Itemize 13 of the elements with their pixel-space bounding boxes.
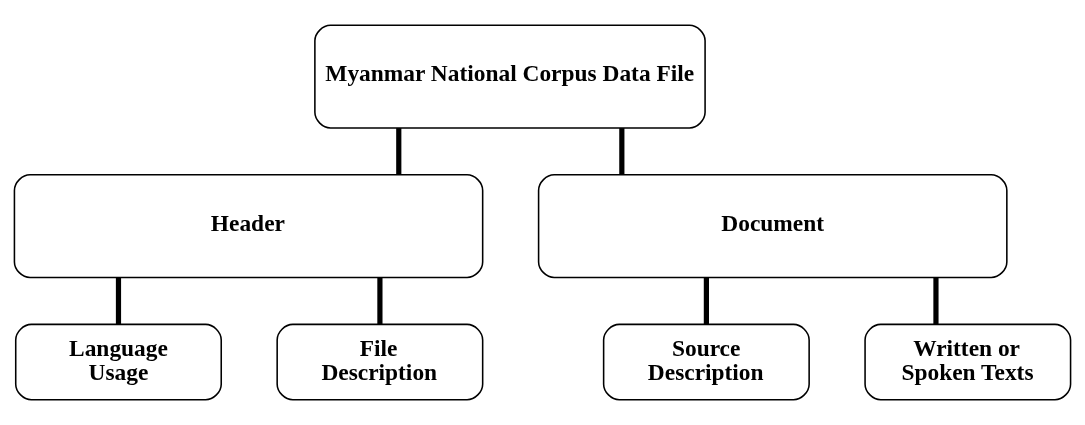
connector bbox=[396, 128, 402, 175]
node-box: Language Usage bbox=[14, 323, 222, 401]
node-box: File Description bbox=[276, 323, 484, 401]
node-box: Written or Spoken Texts bbox=[864, 323, 1072, 401]
node-box: Document bbox=[537, 174, 1008, 279]
connector bbox=[933, 277, 939, 325]
connector bbox=[115, 277, 122, 325]
connector bbox=[377, 277, 383, 325]
connector bbox=[703, 277, 709, 325]
connector bbox=[619, 128, 625, 175]
node-box: Header bbox=[13, 174, 484, 279]
node-box: Myanmar National Corpus Data File bbox=[314, 24, 706, 129]
node-box: Source Description bbox=[602, 323, 810, 401]
